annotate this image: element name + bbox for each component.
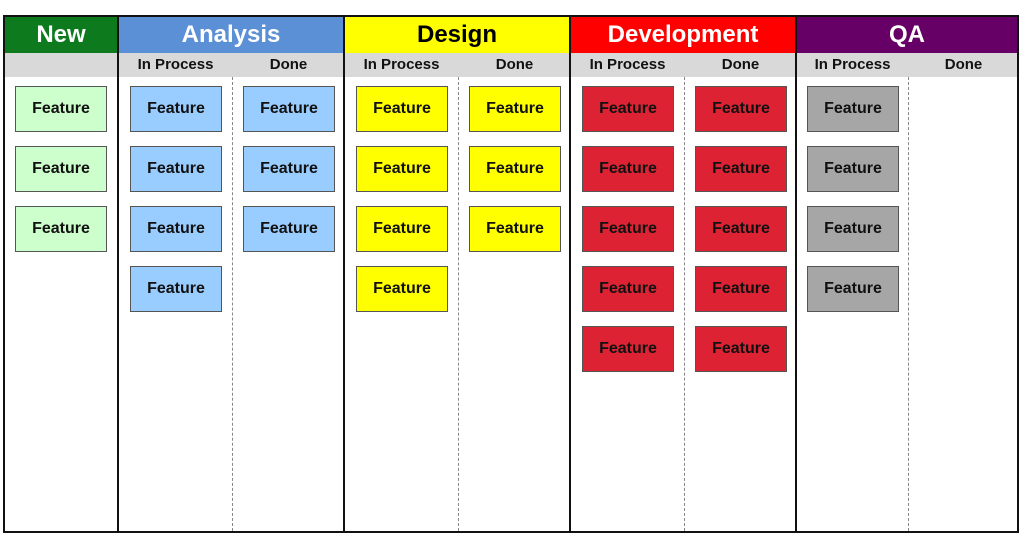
feature-card[interactable]: Feature (469, 146, 561, 192)
subheader-row-qa: In Process Done (797, 53, 1017, 77)
column-title-analysis: Analysis (119, 17, 343, 53)
feature-card[interactable]: Feature (582, 326, 674, 372)
feature-card[interactable]: Feature (807, 266, 899, 312)
lane-label-new-in-process (5, 53, 117, 77)
feature-card[interactable]: Feature (243, 206, 335, 252)
feature-card[interactable]: Feature (243, 86, 335, 132)
subheader-row-development: In Process Done (571, 53, 795, 77)
subheader-row-design: In Process Done (345, 53, 569, 77)
feature-card[interactable]: Feature (356, 86, 448, 132)
lane-label-design-in-process: In Process (363, 56, 440, 73)
feature-card[interactable]: Feature (695, 206, 787, 252)
lane-label-analysis-in-process: In Process (137, 56, 214, 73)
lane-qa-1 (908, 77, 1020, 531)
column-title-design: Design (345, 17, 569, 53)
feature-card[interactable]: Feature (695, 266, 787, 312)
feature-card[interactable]: Feature (807, 206, 899, 252)
feature-card[interactable]: Feature (469, 86, 561, 132)
feature-card[interactable]: Feature (807, 86, 899, 132)
feature-card[interactable]: Feature (130, 146, 222, 192)
feature-card[interactable]: Feature (356, 206, 448, 252)
feature-card[interactable]: Feature (243, 146, 335, 192)
lane-label-qa-in-process: In Process (814, 56, 891, 73)
column-title-new: New (5, 17, 117, 53)
lane-label-qa-done: Done (944, 56, 983, 73)
feature-card[interactable]: Feature (469, 206, 561, 252)
feature-card[interactable]: Feature (807, 146, 899, 192)
lane-design-1 (458, 77, 572, 531)
feature-card[interactable]: Feature (15, 206, 107, 252)
feature-card[interactable]: Feature (695, 86, 787, 132)
subheader-row-new (5, 53, 117, 77)
lane-label-development-done: Done (721, 56, 760, 73)
lane-analysis-1 (232, 77, 346, 531)
feature-card[interactable]: Feature (356, 146, 448, 192)
feature-card[interactable]: Feature (695, 326, 787, 372)
feature-card[interactable]: Feature (582, 206, 674, 252)
feature-card[interactable]: Feature (15, 146, 107, 192)
column-title-development: Development (571, 17, 795, 53)
feature-card[interactable]: Feature (582, 266, 674, 312)
lane-label-design-done: Done (495, 56, 534, 73)
feature-card[interactable]: Feature (15, 86, 107, 132)
feature-card[interactable]: Feature (582, 146, 674, 192)
lane-development-1 (684, 77, 798, 531)
feature-card[interactable]: Feature (130, 86, 222, 132)
lane-label-development-in-process: In Process (589, 56, 666, 73)
feature-card[interactable]: Feature (130, 266, 222, 312)
feature-card[interactable]: Feature (695, 146, 787, 192)
feature-card[interactable]: Feature (582, 86, 674, 132)
feature-card[interactable]: Feature (130, 206, 222, 252)
feature-card[interactable]: Feature (356, 266, 448, 312)
subheader-row-analysis: In Process Done (119, 53, 343, 77)
column-title-qa: QA (797, 17, 1017, 53)
lane-label-analysis-done: Done (269, 56, 308, 73)
